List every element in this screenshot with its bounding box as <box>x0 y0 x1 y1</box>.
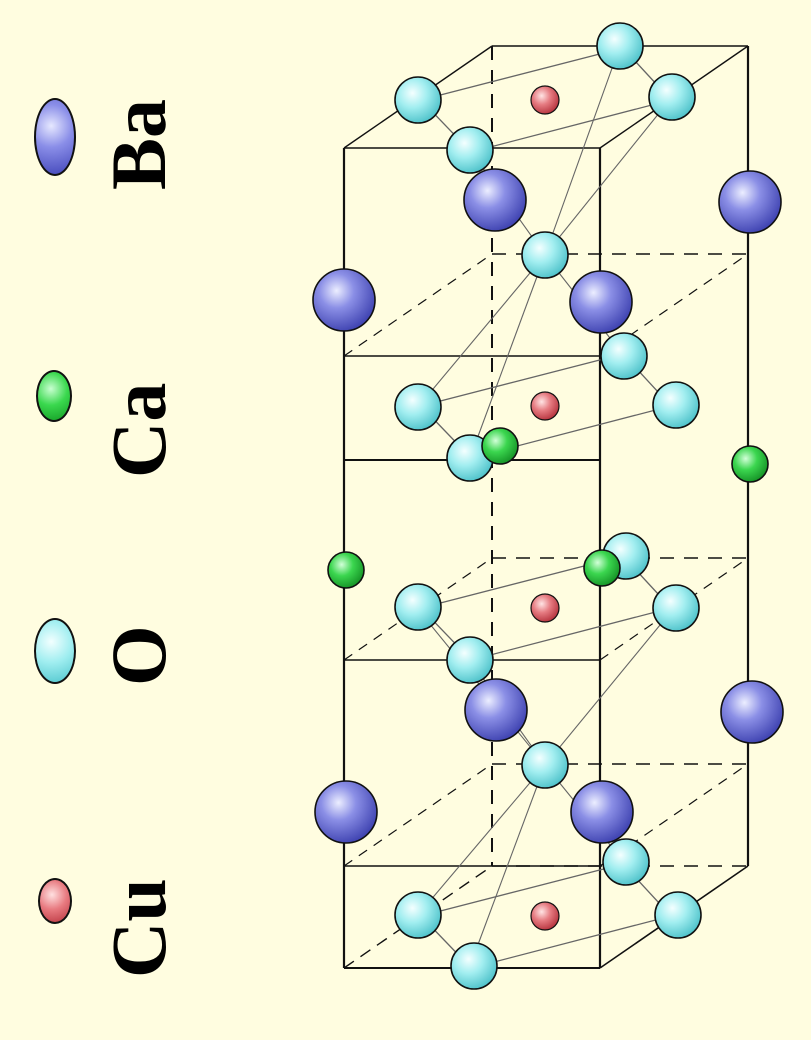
ba-atom <box>314 780 378 844</box>
layer-left-depth <box>343 253 493 357</box>
layer-right-depth <box>599 253 749 357</box>
o-atom <box>521 231 569 279</box>
layer-right-depth <box>599 763 749 867</box>
tilted-bond <box>544 96 673 256</box>
ba-atom <box>569 270 633 334</box>
cu-atom <box>530 391 560 421</box>
ca-atom-swatch <box>36 370 72 422</box>
o-atom <box>602 838 650 886</box>
o-atom <box>596 22 644 70</box>
legend-item-ca: Ca <box>0 350 230 478</box>
ba-atom <box>720 680 784 744</box>
ca-atom <box>583 549 621 587</box>
o-atom <box>446 636 494 684</box>
ba-atom <box>463 168 527 232</box>
o-o-bond <box>420 47 624 101</box>
layer-left-depth <box>343 763 493 867</box>
legend-item-o: O <box>0 600 230 720</box>
ca-atom <box>327 551 365 589</box>
o-atom <box>521 741 569 789</box>
layer-left-depth <box>343 557 493 661</box>
o-o-bond <box>420 353 624 407</box>
o-atom <box>652 381 700 429</box>
o-atom <box>394 76 442 124</box>
legend-item-ba: Ba <box>0 80 230 200</box>
o-atom <box>652 584 700 632</box>
legend-item-cu: Cu <box>0 860 230 980</box>
o-o-bond <box>420 863 624 917</box>
o-atom <box>648 73 696 121</box>
o-atom <box>600 332 648 380</box>
o-o-bond <box>470 99 672 153</box>
ca-atom <box>731 445 769 483</box>
ba-atom <box>464 678 528 742</box>
tilted-bond <box>469 764 546 967</box>
ba-atom-swatch <box>34 98 76 176</box>
o-atom <box>394 383 442 431</box>
layer-right-depth <box>599 557 749 661</box>
o-atom <box>446 126 494 174</box>
cu-atom-swatch <box>38 878 72 924</box>
ba-atom <box>312 268 376 332</box>
cu-atom <box>530 593 560 623</box>
o-atom <box>394 583 442 631</box>
atoms <box>312 22 784 990</box>
o-atom <box>394 891 442 939</box>
tilted-bond <box>417 764 546 916</box>
tilted-bond <box>544 607 675 766</box>
o-atom <box>450 942 498 990</box>
o-o-bond <box>470 915 672 969</box>
tilted-bond <box>544 45 621 256</box>
tilted-bond <box>417 254 546 408</box>
tilted-bond <box>469 254 546 459</box>
cu-atom <box>530 901 560 931</box>
ca-atom <box>481 427 519 465</box>
unit-cell-frame <box>342 45 750 969</box>
ba-atom <box>570 780 634 844</box>
cu-atom <box>530 85 560 115</box>
o-atom-swatch <box>34 618 76 684</box>
o-atom <box>654 891 702 939</box>
ba-atom <box>718 170 782 234</box>
o-o-bond <box>470 607 672 661</box>
bond-lines <box>415 45 675 969</box>
